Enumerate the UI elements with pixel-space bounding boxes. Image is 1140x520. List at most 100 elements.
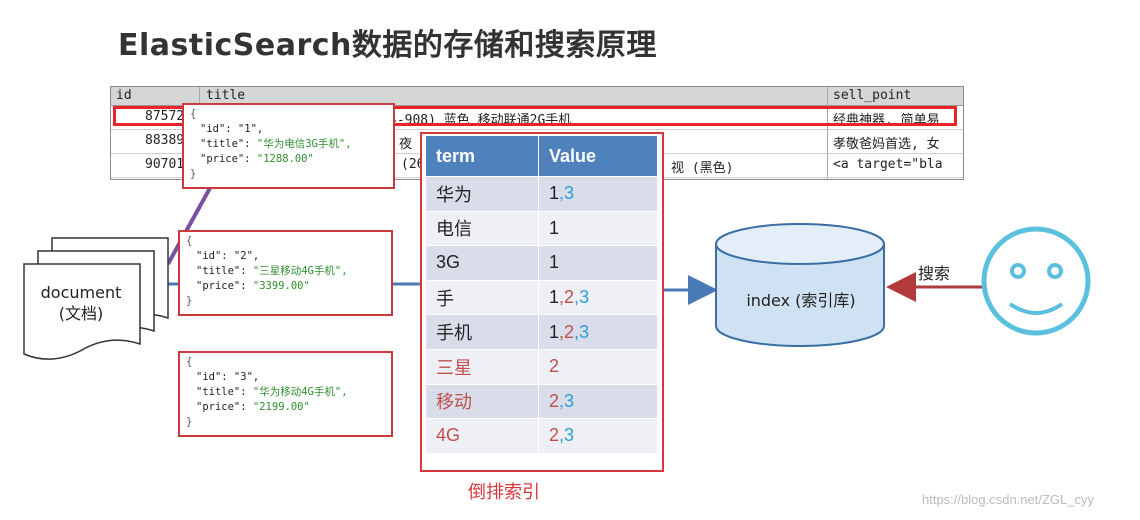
- doc-id-value: 1: [549, 252, 560, 273]
- json-title-key: "title":: [200, 138, 257, 150]
- doc-id-value: 3: [579, 321, 590, 342]
- table-header: id title sell_point: [111, 87, 963, 106]
- doc-id-value: 2: [564, 287, 575, 308]
- json-brace: }: [186, 416, 193, 428]
- doc-id-value: 1: [549, 183, 560, 204]
- index-header-value: Value: [538, 136, 658, 177]
- index-value-list: 1: [538, 245, 658, 281]
- index-term: 电信: [426, 210, 539, 246]
- json-title-key: "title":: [196, 386, 253, 398]
- index-value-list: 2,3: [538, 418, 658, 453]
- json-brace: {: [190, 108, 197, 120]
- doc-id-value: 3: [564, 425, 575, 446]
- index-term: 华为: [426, 176, 539, 212]
- json-brace: }: [186, 295, 193, 307]
- document-label-line2: (文档): [58, 304, 104, 323]
- value-separator: ,: [559, 321, 565, 342]
- document-label-line1: document: [40, 283, 122, 302]
- json-title-line: "title": "三星移动4G手机",: [186, 264, 385, 279]
- index-row: 电信 1: [426, 210, 658, 246]
- cell-id: 88389: [145, 133, 185, 148]
- column-divider: [827, 87, 828, 179]
- json-title-value: "三星移动4G手机",: [252, 265, 348, 277]
- index-label: index (索引库): [746, 291, 856, 310]
- document-label: document (文档): [26, 282, 136, 324]
- column-header-id: id: [116, 88, 132, 103]
- cell-sell-point: <a target="bla: [833, 157, 943, 172]
- index-value-list: 2,3: [538, 383, 658, 419]
- value-separator: ,: [574, 287, 580, 308]
- inverted-index-caption: 倒排索引: [468, 482, 540, 503]
- doc-id-value: 1: [549, 217, 560, 238]
- column-header-title: title: [206, 88, 246, 103]
- json-id-line: "id": "1",: [200, 123, 264, 135]
- doc-id-value: 1: [549, 287, 560, 308]
- doc-id-value: 2: [549, 356, 560, 377]
- json-price-line: "price": "1288.00": [190, 152, 387, 167]
- cell-title: (26: [401, 157, 425, 172]
- value-separator: ,: [574, 321, 580, 342]
- doc-id-value: 1: [549, 321, 560, 342]
- row-connector-line: [166, 187, 212, 265]
- search-label: 搜索: [918, 264, 951, 283]
- json-brace: {: [186, 235, 193, 247]
- index-term: 3G: [426, 245, 539, 281]
- json-document-1: { "id": "1", "title": "华为电信3G手机", "price…: [182, 103, 395, 189]
- watermark: https://blog.csdn.net/ZGL_cyy: [922, 492, 1094, 507]
- json-price-value: "1288.00": [256, 153, 314, 165]
- json-id-line: "id": "3",: [196, 371, 260, 383]
- json-title-line: "title": "华为电信3G手机",: [190, 137, 387, 152]
- index-value-list: 1: [538, 210, 658, 246]
- cell-title: 夜: [399, 137, 413, 152]
- cell-id: 90701: [145, 157, 185, 172]
- json-price-key: "price":: [200, 153, 257, 165]
- json-price-line: "price": "2199.00": [186, 400, 385, 415]
- index-term: 4G: [426, 418, 539, 453]
- index-value-list: 1,2,3: [538, 314, 658, 350]
- index-row: 3G 1: [426, 245, 658, 281]
- index-header-term: term: [426, 136, 539, 177]
- index-value-list: 1,3: [538, 176, 658, 212]
- document-stack-icon: [23, 237, 169, 360]
- value-separator: ,: [559, 183, 565, 204]
- value-separator: ,: [559, 390, 565, 411]
- doc-id-value: 3: [579, 287, 590, 308]
- json-price-key: "price":: [196, 401, 253, 413]
- row-highlight: [113, 106, 957, 126]
- doc-id-value: 3: [564, 390, 575, 411]
- json-document-2: { "id": "2", "title": "三星移动4G手机", "price…: [178, 230, 393, 316]
- doc-id-value: 2: [549, 390, 560, 411]
- column-header-sell-point: sell_point: [833, 88, 912, 103]
- value-separator: ,: [559, 425, 565, 446]
- json-title-value: "华为电信3G手机",: [256, 138, 352, 150]
- database-icon: [715, 223, 885, 347]
- json-price-value: "2199.00": [252, 401, 310, 413]
- doc-id-value: 3: [564, 183, 575, 204]
- index-value-list: 2: [538, 348, 658, 385]
- cell-sell-point: 孝敬爸妈首选, 女: [833, 137, 940, 152]
- json-price-line: "price": "3399.00": [186, 279, 385, 294]
- index-term: 移动: [426, 383, 539, 419]
- json-title-key: "title":: [196, 265, 253, 277]
- json-price-key: "price":: [196, 280, 253, 292]
- json-document-3: { "id": "3", "title": "华为移动4G手机", "price…: [178, 351, 393, 437]
- index-value-list: 1,2,3: [538, 279, 658, 315]
- json-id-line: "id": "2",: [196, 250, 260, 262]
- json-title-line: "title": "华为移动4G手机",: [186, 385, 385, 400]
- json-brace: {: [186, 356, 193, 368]
- doc-id-value: 2: [564, 321, 575, 342]
- index-header-row: term Value: [426, 136, 658, 177]
- json-title-value: "华为移动4G手机",: [252, 386, 348, 398]
- json-brace: }: [190, 168, 197, 180]
- index-term: 手: [426, 279, 539, 315]
